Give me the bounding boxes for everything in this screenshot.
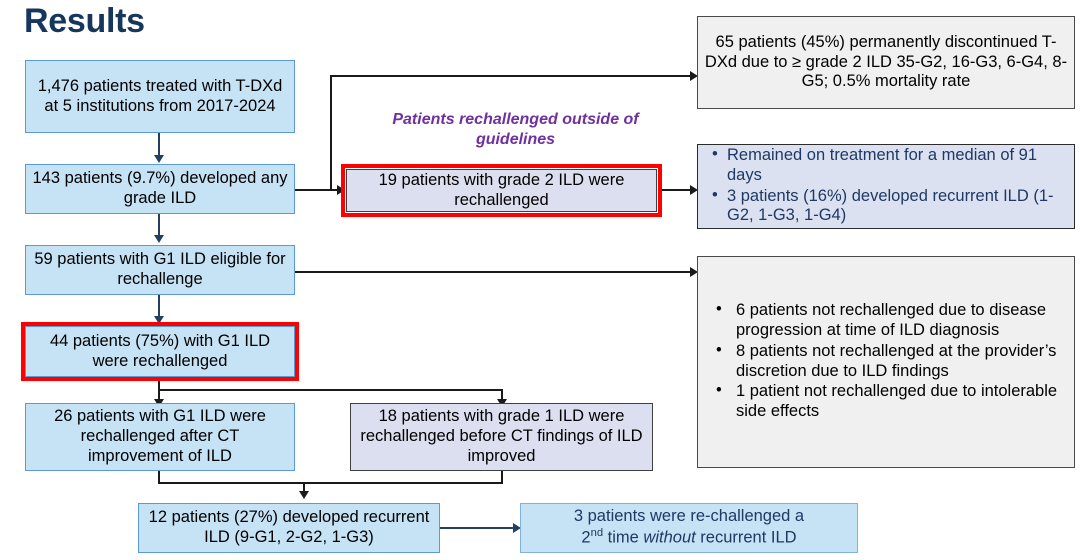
node-grade2-outcomes[interactable]: Remained on treatment for a median of 91… <box>697 144 1075 229</box>
node-rechallenged-g1[interactable]: 44 patients (75%) with G1 ILD were recha… <box>25 326 295 377</box>
node-not-rechallenged[interactable]: 6 patients not rechallenged due to disea… <box>697 256 1075 468</box>
node-rechallenged-after-ct-label: 26 patients with G1 ILD were rechallenge… <box>54 407 266 465</box>
list-item: 8 patients not rechallenged at the provi… <box>710 341 1068 382</box>
connector-rechallenged-split-horizontal <box>158 389 503 391</box>
node-rechallenged-before-ct-label: 18 patients with grade 1 ILD were rechal… <box>360 407 643 465</box>
node-recurrent-ild[interactable]: 12 patients (27%) developed recurrent IL… <box>138 503 440 553</box>
list-item: 6 patients not rechallenged due to disea… <box>710 300 1068 341</box>
connector-anygrade-right <box>295 189 341 191</box>
arrowhead-to-grade2-outcomes <box>690 185 698 195</box>
highlight-ring-grade2-rechallenged <box>341 164 662 217</box>
arrowhead-to-discontinued <box>690 71 698 81</box>
arrowhead-to-notrechallenged <box>690 267 698 277</box>
arrowhead-anygrade-to-eligible <box>154 235 164 243</box>
connector-eligible-to-rechallenged <box>158 295 160 318</box>
connector-to-26box <box>158 389 160 403</box>
node-recurrent-ild-label: 12 patients (27%) developed recurrent IL… <box>148 508 430 546</box>
connector-merge-to-12box <box>303 482 305 494</box>
node-eligible-g1[interactable]: 59 patients with G1 ILD eligible for rec… <box>25 245 295 295</box>
second-rechallenge-ordinal-suffix: nd <box>590 527 604 540</box>
arrowhead-to-second-rechallenge <box>513 523 521 533</box>
node-eligible-g1-label: 59 patients with G1 ILD eligible for rec… <box>34 250 286 288</box>
node-any-grade-ild-label: 143 patients (9.7%) developed any grade … <box>32 169 288 207</box>
arrowhead-cohort-to-anygrade <box>154 155 164 163</box>
connector-cohort-to-anygrade <box>158 133 160 157</box>
second-rechallenge-ordinal-prefix: 2 <box>581 528 591 547</box>
node-discontinued-label: 65 patients (45%) permanently discontinu… <box>704 32 1068 91</box>
not-rechallenged-bullet-list: 6 patients not rechallenged due to disea… <box>704 300 1068 423</box>
connector-to-18box <box>501 389 503 403</box>
node-rechallenged-before-ct[interactable]: 18 patients with grade 1 ILD were rechal… <box>350 403 653 471</box>
node-grade2-rechallenged[interactable]: 19 patients with grade 2 ILD were rechal… <box>346 169 657 212</box>
arrowhead-eligible-to-rechallenged <box>154 316 164 324</box>
node-grade2-rechallenged-label: 19 patients with grade 2 ILD were rechal… <box>378 170 625 209</box>
node-cohort[interactable]: 1,476 patients treated with T-DXd at 5 i… <box>25 60 295 133</box>
connector-12box-to-second-rechallenge <box>440 527 516 529</box>
connector-18box-down <box>501 471 503 484</box>
connector-anygrade-to-eligible <box>158 214 160 237</box>
second-rechallenge-emphasis: without <box>643 528 696 547</box>
list-item: Remained on treatment for a median of 91… <box>710 145 1068 186</box>
connector-26box-down <box>158 471 160 484</box>
connector-rechallenged-down <box>158 377 160 391</box>
second-rechallenge-tail: recurrent ILD <box>695 528 797 547</box>
second-rechallenge-mid: time <box>603 528 644 547</box>
node-second-rechallenge-label: 3 patients were re-challenged a 2nd time… <box>574 507 804 548</box>
list-item: 3 patients (16%) developed recurrent ILD… <box>710 186 1068 227</box>
arrowhead-to-12box <box>299 491 309 499</box>
node-rechallenged-after-ct[interactable]: 26 patients with G1 ILD were rechallenge… <box>25 403 295 471</box>
grade2-outcomes-bullet-list: Remained on treatment for a median of 91… <box>704 145 1068 227</box>
node-second-rechallenge[interactable]: 3 patients were re-challenged a 2nd time… <box>520 503 858 553</box>
caption-rechallenged-outside-guidelines: Patients rechallenged outside of guideli… <box>392 111 639 148</box>
node-cohort-label: 1,476 patients treated with T-DXd at 5 i… <box>37 76 283 115</box>
node-rechallenged-g1-label: 44 patients (75%) with G1 ILD were recha… <box>49 331 271 370</box>
page-title: Results <box>24 2 145 40</box>
connector-grade2-to-outcomes <box>658 189 695 191</box>
connector-anygrade-up-branch <box>330 75 332 191</box>
highlight-ring-rechallenged-g1 <box>21 322 299 381</box>
connector-eligible-to-notrechallenged <box>295 271 695 273</box>
connector-merge-horizontal <box>158 482 503 484</box>
list-item: 1 patient not rechallenged due to intole… <box>710 381 1068 422</box>
connector-anygrade-to-discontinued <box>330 75 693 77</box>
node-any-grade-ild[interactable]: 143 patients (9.7%) developed any grade … <box>25 164 295 214</box>
node-discontinued[interactable]: 65 patients (45%) permanently discontinu… <box>697 16 1075 109</box>
second-rechallenge-line1: 3 patients were re-challenged a <box>573 507 805 526</box>
